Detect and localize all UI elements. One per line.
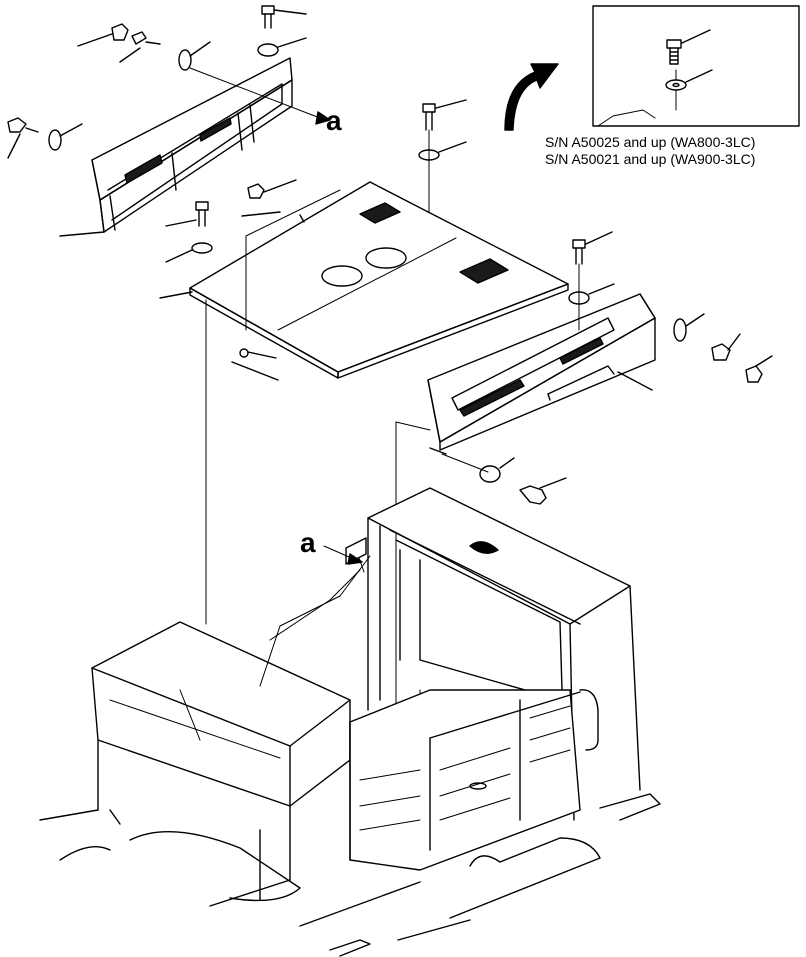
left-side-cover <box>59 57 293 237</box>
inset-detail: S/N A50025 and up (WA800-3LC) S/N A50021… <box>545 5 800 167</box>
inset-bolt <box>666 29 711 65</box>
direction-arrow <box>504 63 559 131</box>
callout-a-upper: a <box>326 105 342 136</box>
right-fasteners <box>441 231 773 505</box>
lower-callout-arrow <box>323 545 363 565</box>
callout-a-lower: a <box>300 527 316 558</box>
serial-number-line-1: S/N A50025 and up (WA800-3LC) <box>545 134 755 150</box>
inset-washer <box>665 69 713 111</box>
operator-cab-frame <box>39 487 661 957</box>
right-side-cover <box>427 293 656 455</box>
left-fasteners <box>7 5 331 159</box>
top-fasteners <box>159 99 467 299</box>
top-cover-panel <box>189 181 569 381</box>
serial-number-line-2: S/N A50021 and up (WA900-3LC) <box>545 151 755 167</box>
